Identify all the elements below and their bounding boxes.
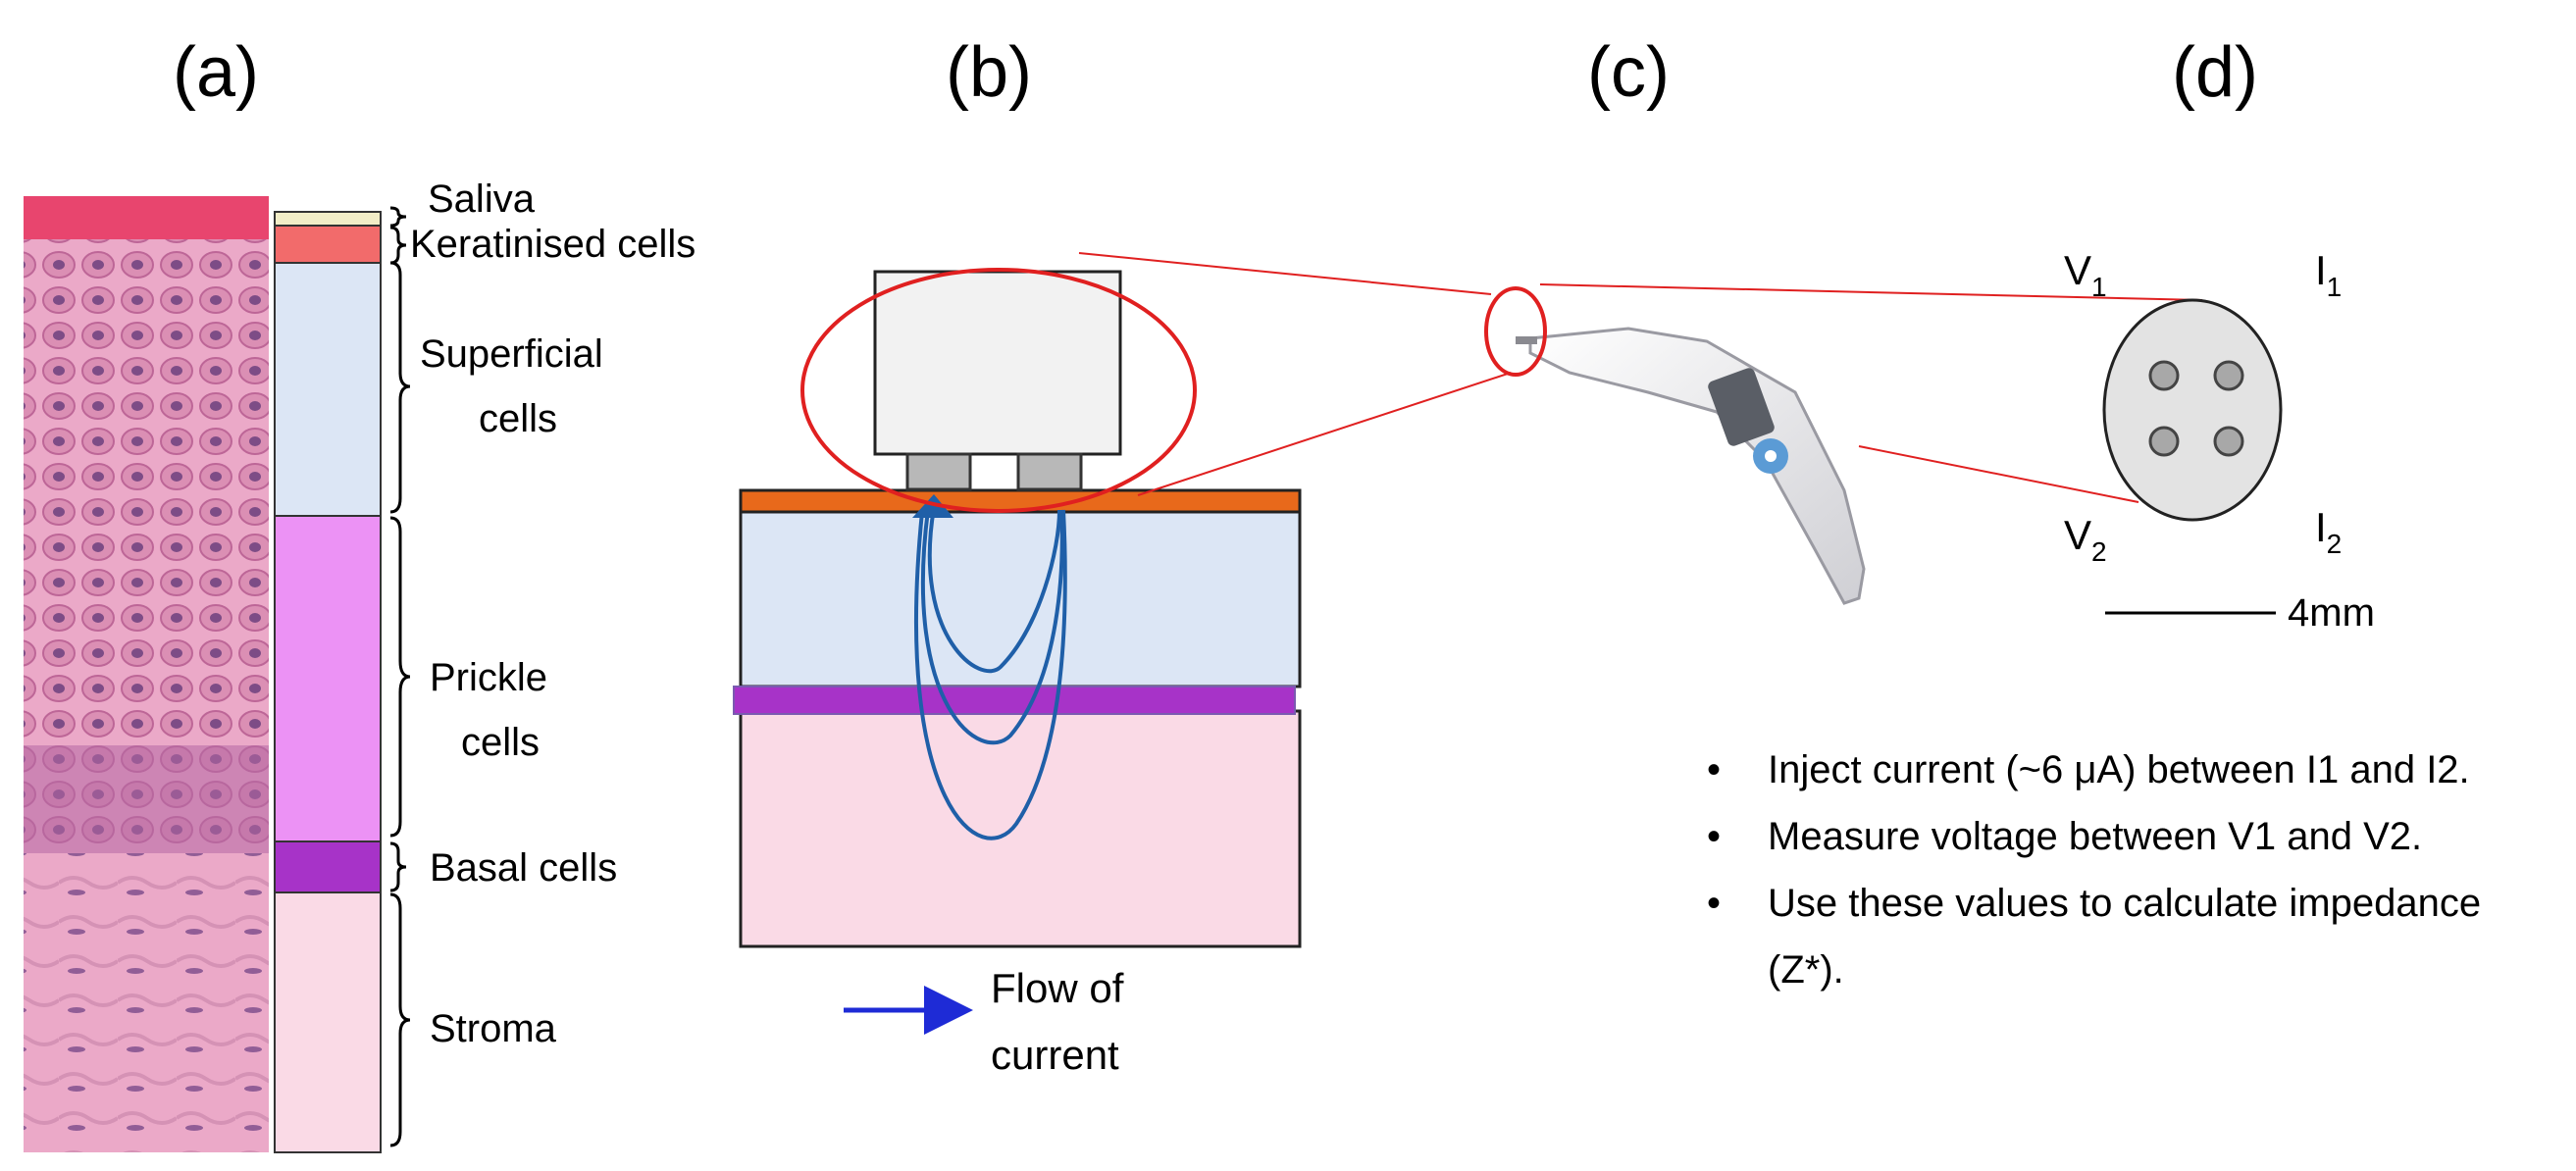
pen-device-illustration — [1516, 327, 1866, 605]
label-prickle-line2: cells — [461, 721, 540, 764]
bullet-1-symbol: • — [1707, 748, 1721, 791]
layer-superficial — [274, 262, 382, 517]
electrode-i2 — [2213, 426, 2244, 457]
label-stroma: Stroma — [430, 1007, 557, 1050]
label-saliva: Saliva — [428, 178, 536, 221]
bullet-2-text: Measure voltage between V1 and V2. — [1768, 815, 2422, 858]
probe-head — [873, 270, 1122, 491]
current-flow-paths — [913, 507, 1067, 840]
electrode-layout — [2102, 298, 2283, 522]
layer-prickle — [274, 515, 382, 842]
current-arrow-head — [912, 494, 953, 518]
tissue-model — [733, 488, 1302, 948]
instruction-list: • Inject current (~6 μA) between I1 and … — [1707, 748, 2481, 992]
electrode-i1 — [2213, 360, 2244, 391]
layer-strip — [274, 211, 382, 1153]
bullet-3-symbol: • — [1707, 882, 1721, 925]
bullet-1-text: Inject current (~6 μA) between I1 and I2… — [1768, 748, 2470, 791]
layer-basal — [274, 840, 382, 893]
label-basal: Basal cells — [430, 846, 617, 890]
panel-label-a: (a) — [173, 33, 259, 112]
panel-label-b: (b) — [946, 33, 1032, 112]
flow-legend-line2: current — [991, 1032, 1119, 1078]
layer-saliva — [274, 211, 382, 227]
label-i1: I1 — [2315, 247, 2342, 302]
label-v1: V1 — [2064, 247, 2107, 302]
zoom-lines — [1078, 252, 2203, 503]
probe-highlight-ellipse — [800, 268, 1197, 513]
bullet-2-symbol: • — [1707, 815, 1721, 858]
label-v2: V2 — [2064, 512, 2107, 567]
label-superficial-line1: Superficial — [420, 332, 603, 376]
bullet-3-text: Use these values to calculate impedance — [1768, 882, 2481, 925]
electrode-v2 — [2148, 426, 2180, 457]
label-i2: I2 — [2315, 504, 2342, 559]
tip-highlight-ellipse — [1484, 286, 1547, 377]
label-superficial-line2: cells — [479, 397, 557, 440]
bullet-3-text-cont: (Z*). — [1768, 948, 1844, 992]
panel-label-c: (c) — [1587, 33, 1670, 112]
flow-legend-line1: Flow of — [991, 965, 1124, 1011]
scale-label: 4mm — [2288, 591, 2375, 635]
layer-keratinised — [274, 225, 382, 264]
label-prickle-line1: Prickle — [430, 656, 547, 699]
layer-braces — [389, 206, 411, 1147]
electrode-v1 — [2148, 360, 2180, 391]
histology-image — [24, 196, 269, 1152]
label-keratinised: Keratinised cells — [410, 223, 696, 266]
layer-stroma — [274, 891, 382, 1153]
panel-label-d: (d) — [2172, 33, 2258, 112]
